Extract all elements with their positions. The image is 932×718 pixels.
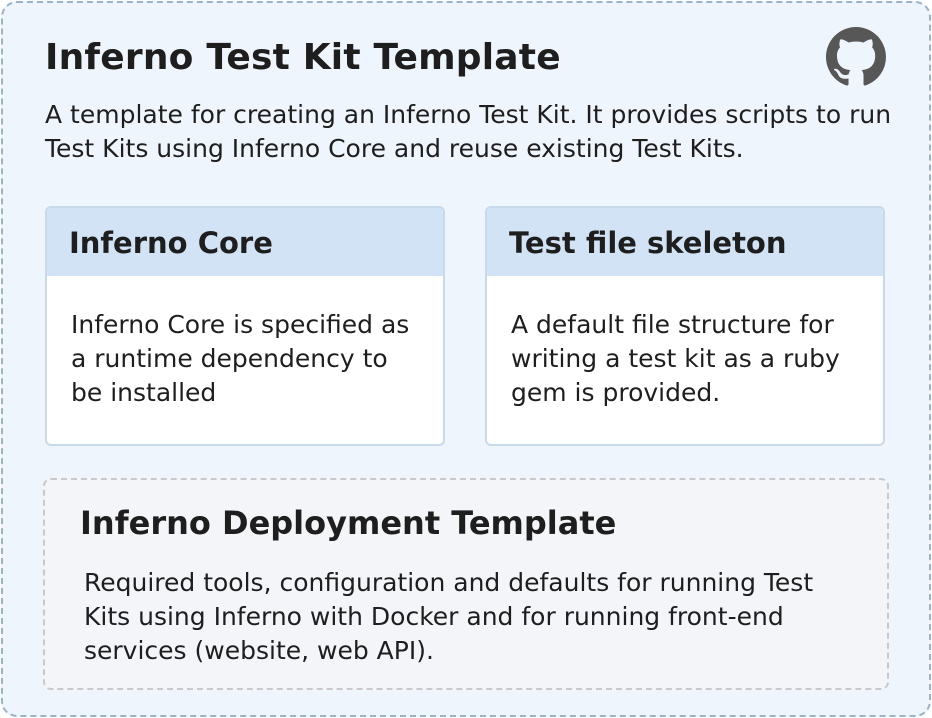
- deployment-title: Inferno Deployment Template: [80, 504, 617, 542]
- card-title: Test file skeleton: [487, 208, 883, 276]
- deployment-template-box: Inferno Deployment Template Required too…: [43, 478, 889, 690]
- kit-description: A template for creating an Inferno Test …: [45, 100, 892, 163]
- test-file-skeleton-card: Test file skeleton A default file struct…: [485, 206, 885, 446]
- card-title: Inferno Core: [47, 208, 443, 276]
- card-body: Inferno Core is specified as a runtime d…: [71, 310, 410, 407]
- github-icon[interactable]: [826, 27, 886, 87]
- deployment-description: Required tools, configuration and defaul…: [84, 568, 814, 665]
- card-body: A default file structure for writing a t…: [511, 310, 840, 407]
- kit-title: Inferno Test Kit Template: [45, 37, 561, 78]
- inferno-core-card: Inferno Core Inferno Core is specified a…: [45, 206, 445, 446]
